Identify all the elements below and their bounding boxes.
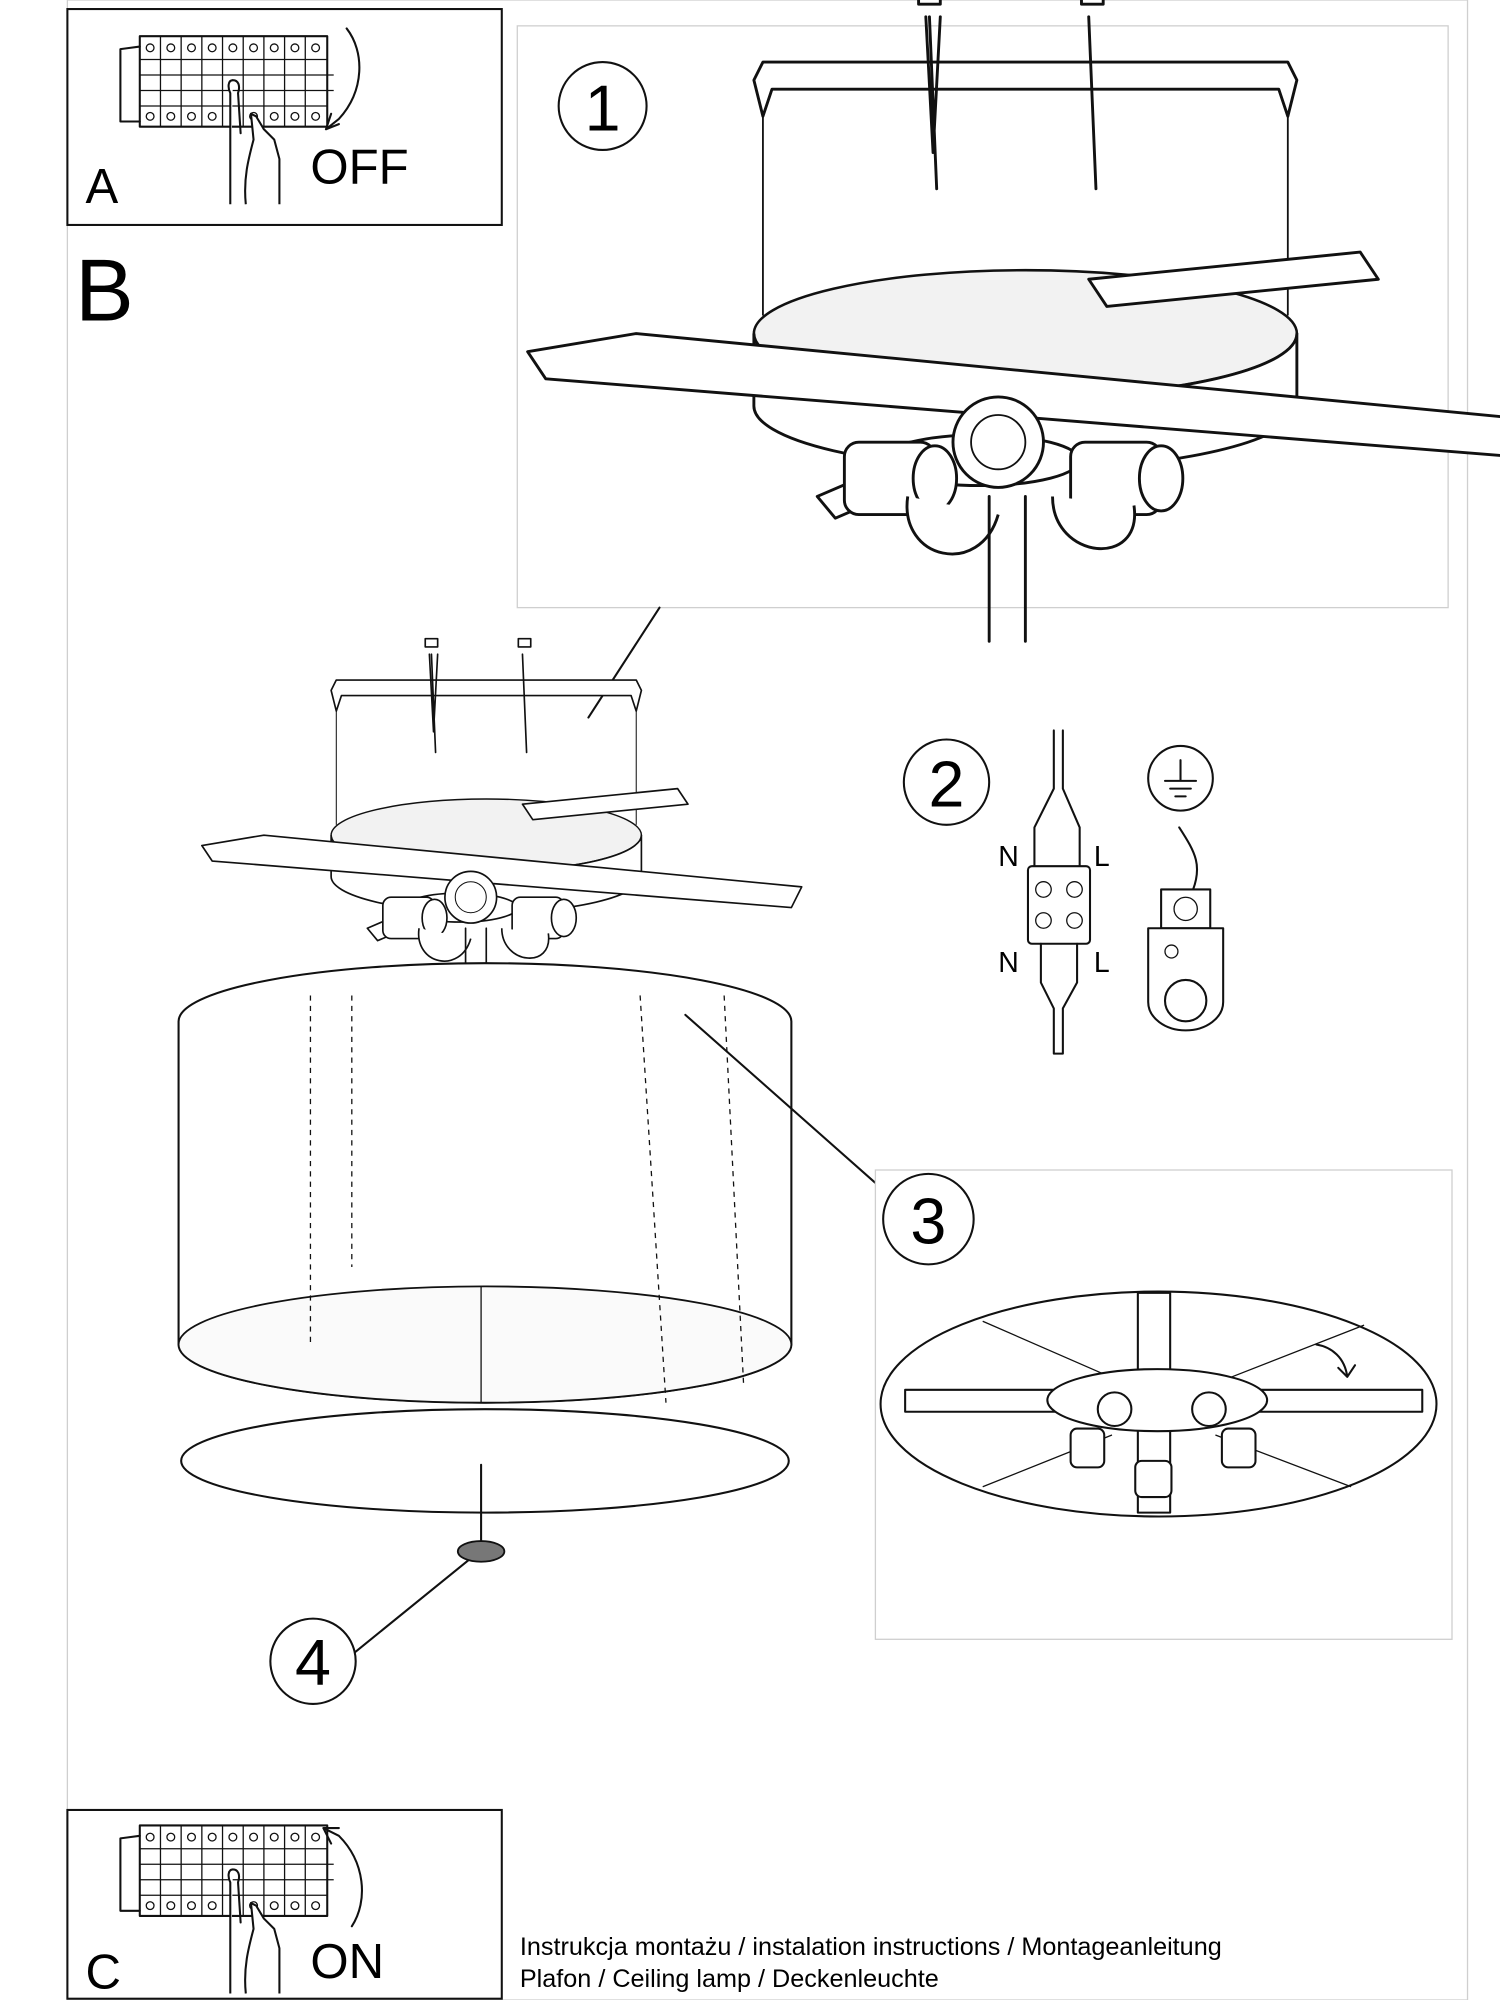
step-3-number: 3 [910,1185,946,1258]
leader-line [587,606,661,719]
arrow-up-icon [322,1827,363,1928]
page-frame [66,0,1469,2000]
step-a-action: OFF [310,141,408,195]
arrow-down-icon [324,27,361,131]
step-2-wiring-diagram: 2 N L N L [902,729,1225,1055]
neutral-label-bottom: N [998,947,1019,979]
finial-knob [456,1540,506,1563]
live-label-bottom: L [1094,947,1110,979]
terminal-block [1026,865,1092,945]
lamp-shade [177,962,877,1656]
diffuser-disc [180,1408,790,1514]
neutral-label-top: N [998,841,1019,873]
live-label-top: L [1094,841,1110,873]
lamp-mounting-assembly [201,637,803,1012]
footer-title: Instrukcja montażu / instalation instruc… [520,1933,1222,1961]
earth-ground-icon [1147,744,1214,812]
step-c-label: C [85,1945,120,1999]
step-2-number: 2 [929,748,965,821]
step-b-label: B [75,241,134,340]
step-3-detail-panel: 3 [874,1169,1453,1640]
footer-subtitle: Plafon / Ceiling lamp / Deckenleuchte [520,1965,939,1993]
rotate-arrow-icon [1315,1343,1357,1378]
step-a-panel: A OFF [66,8,503,226]
step-1-detail-panel: 1 [516,0,1500,643]
step-4-number: 4 [295,1626,331,1699]
step-c-action: ON [310,1935,384,1989]
step-a-label: A [85,160,118,214]
step-c-panel: C ON [66,1808,503,2000]
step-1-number: 1 [585,72,621,145]
